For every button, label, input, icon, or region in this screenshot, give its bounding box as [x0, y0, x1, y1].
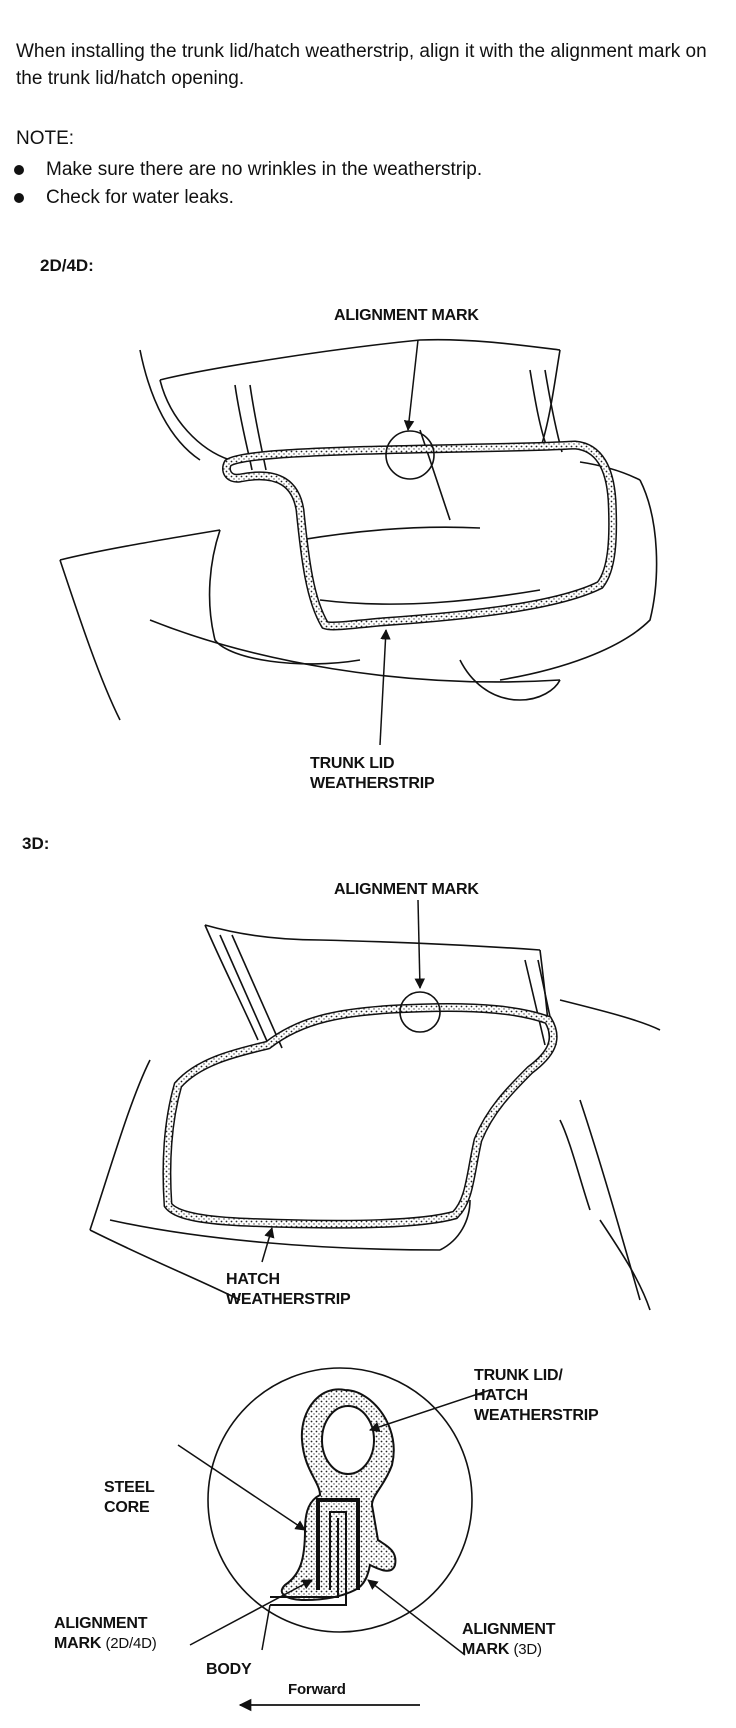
- hatch-3d-drawing: [89, 924, 661, 1311]
- alignment-mark-leader: [403, 339, 419, 432]
- note-list: Make sure there are no wrinkles in the w…: [10, 156, 482, 212]
- hatch-weatherstrip: [162, 1003, 558, 1229]
- weatherstrip-bulb: [321, 1405, 375, 1475]
- heading-3d: 3D:: [22, 834, 50, 853]
- label-alignment-mark-3d: ALIGNMENT MARK: [334, 881, 479, 898]
- label-alignment-mark-2d4d-section: ALIGNMENT MARK (2D/4D): [54, 1615, 157, 1652]
- note-item: Check for water leaks.: [10, 184, 482, 212]
- label-forward: Forward: [288, 1681, 346, 1698]
- intro-paragraph: When installing the trunk lid/hatch weat…: [16, 41, 707, 89]
- note-title: NOTE:: [16, 128, 75, 149]
- trunk-2d4d-drawing: [59, 338, 658, 721]
- label-steel-core: STEEL CORE: [104, 1479, 155, 1516]
- heading-2d4d: 2D/4D:: [40, 256, 94, 275]
- label-trunk-lid-hatch-weatherstrip: TRUNK LID/ HATCH WEATHERSTRIP: [474, 1367, 599, 1424]
- note-item: Make sure there are no wrinkles in the w…: [10, 156, 482, 184]
- steel-core-shape: [316, 1498, 360, 1590]
- cross-section-circle: [207, 1367, 473, 1633]
- label-trunk-lid-weatherstrip: TRUNK LID WEATHERSTRIP: [310, 755, 435, 792]
- label-hatch-weatherstrip: HATCH WEATHERSTRIP: [226, 1271, 351, 1308]
- label-alignment-mark-3d-section: ALIGNMENT MARK (3D): [462, 1621, 556, 1658]
- alignment-mark-leader-3d: [414, 899, 426, 990]
- body-flange: [270, 1518, 347, 1606]
- alignment-mark-circle-3d: [399, 991, 441, 1033]
- alignment-mark-circle: [385, 430, 435, 480]
- hatch-weatherstrip-leader: [261, 1226, 275, 1263]
- weatherstrip-leader: [379, 628, 391, 746]
- label-body: BODY: [206, 1661, 252, 1678]
- label-alignment-mark-2d4d: ALIGNMENT MARK: [334, 307, 479, 324]
